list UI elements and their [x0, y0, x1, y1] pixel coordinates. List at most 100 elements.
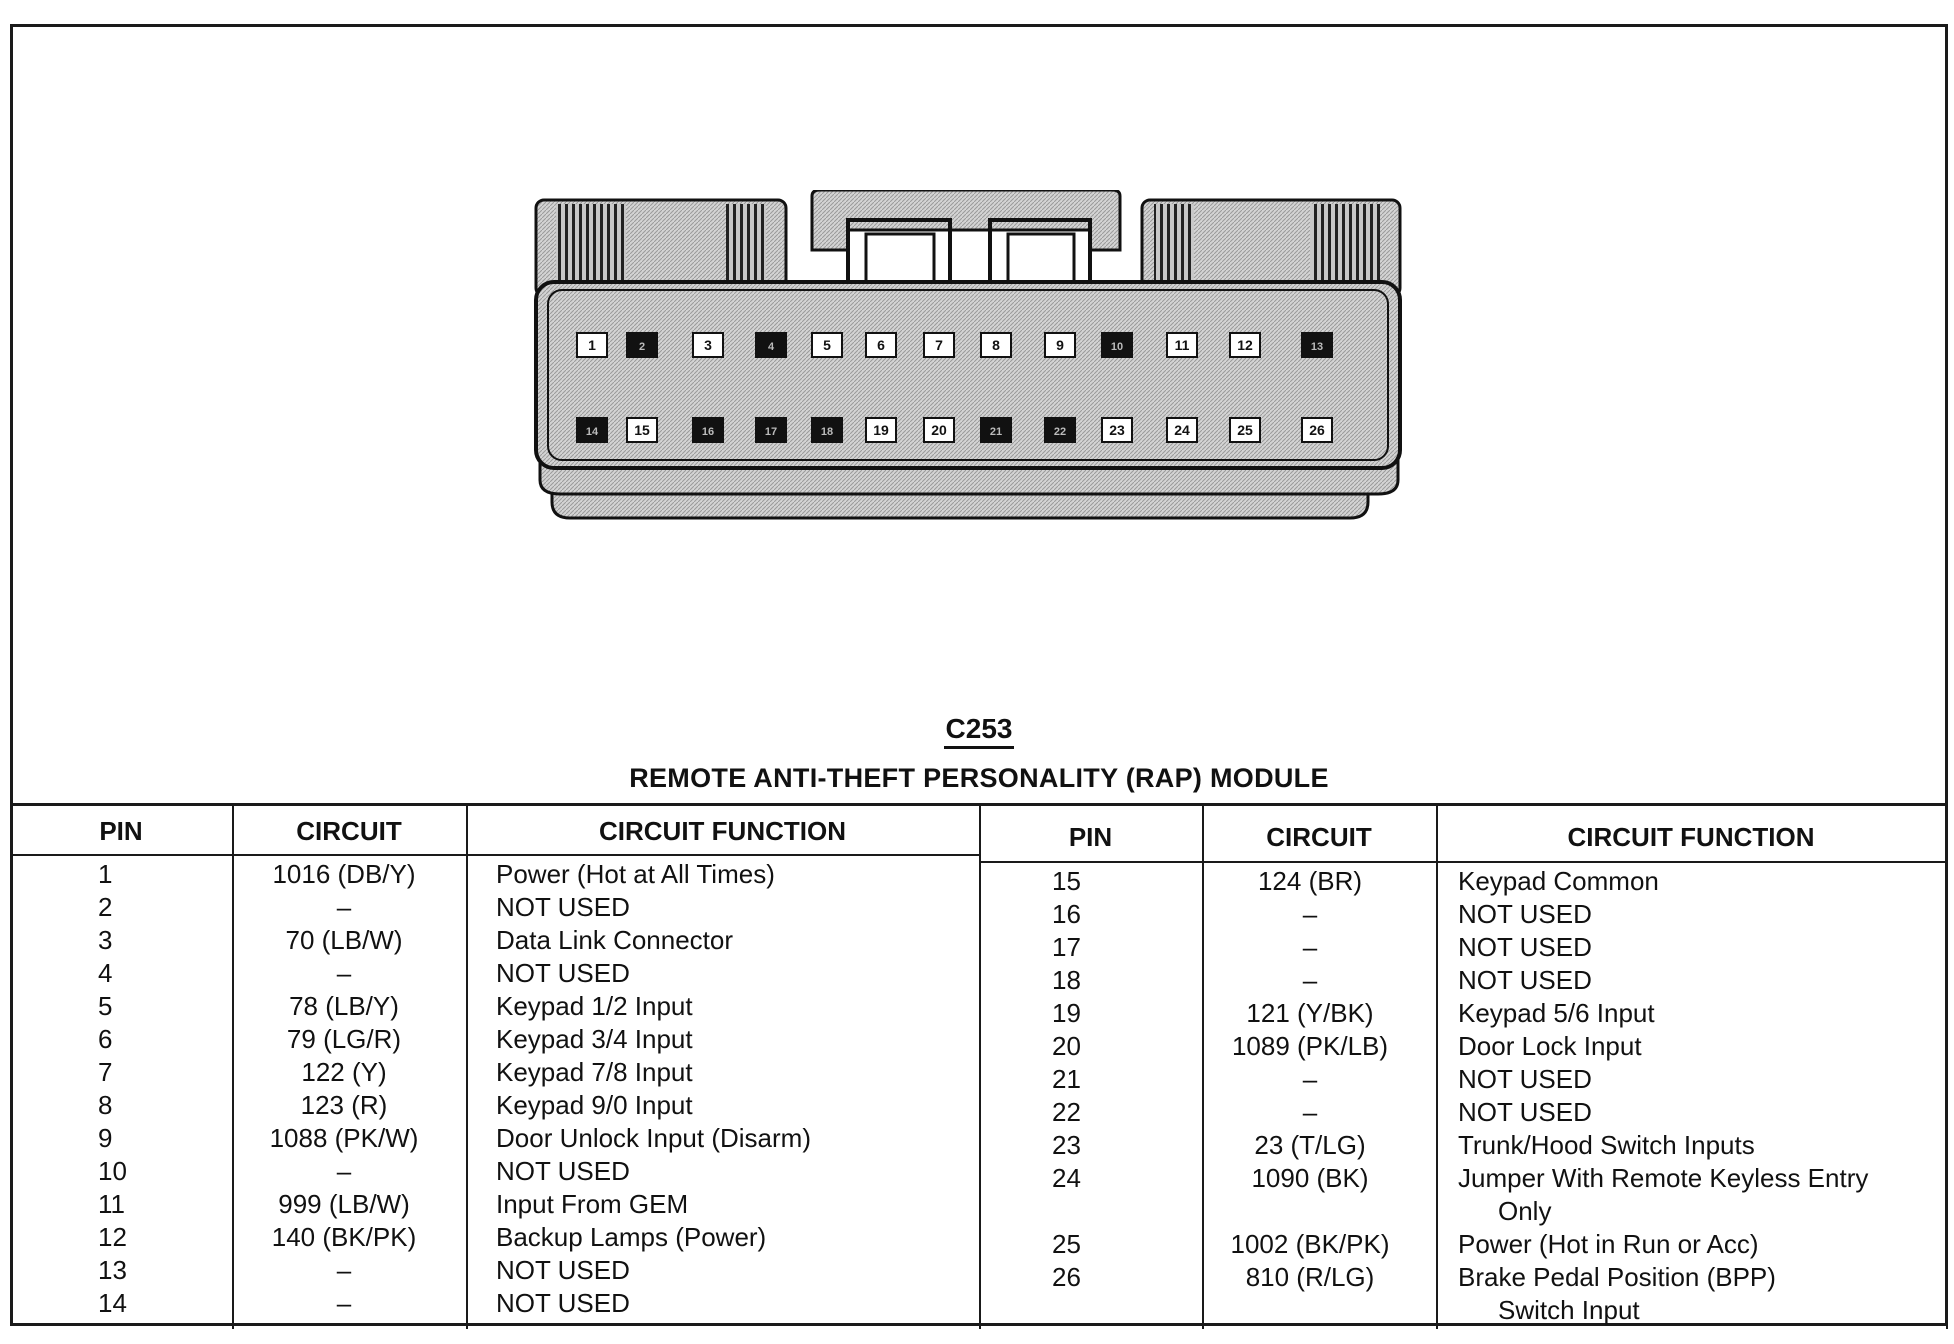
pin-cavity	[692, 332, 724, 358]
pin-cavity	[1166, 417, 1198, 443]
pin-cavity	[755, 417, 787, 443]
pin-cavity	[811, 417, 843, 443]
pin-number-cell: 7	[98, 1057, 113, 1087]
pin-cavity	[1101, 417, 1133, 443]
pin-cavity	[576, 332, 608, 358]
function-cell: NOT USED	[1458, 1097, 1592, 1127]
pin-number-cell: 8	[98, 1090, 113, 1120]
pin-cavity	[865, 332, 897, 358]
function-cell: Power (Hot in Run or Acc)	[1458, 1229, 1759, 1259]
pin-number: 20	[931, 422, 947, 438]
col-divider	[232, 806, 234, 1329]
pin-number: 21	[990, 426, 1002, 438]
pin-number: 17	[765, 426, 777, 438]
function-cell-continued: Switch Input	[1498, 1295, 1640, 1325]
pin-number-cell: 5	[98, 991, 113, 1021]
circuit-cell: –	[336, 1156, 352, 1186]
circuit-cell: –	[1302, 965, 1318, 995]
pin-number-cell: 23	[1052, 1130, 1081, 1160]
function-cell: Door Unlock Input (Disarm)	[496, 1123, 811, 1153]
pin-number: 26	[1309, 422, 1325, 438]
pin-number-cell: 10	[98, 1156, 127, 1186]
pin-number: 11	[1175, 337, 1190, 353]
col-divider	[1202, 806, 1204, 1329]
pin-cavity	[1301, 417, 1333, 443]
pin-number: 19	[873, 422, 889, 438]
header-pin-left: PIN	[99, 816, 143, 846]
circuit-cell: 78 (LB/Y)	[289, 991, 399, 1021]
pin-number: 14	[586, 426, 599, 438]
pin-number: 18	[821, 426, 833, 438]
pin-cavity	[980, 417, 1012, 443]
col-divider	[1946, 806, 1948, 1329]
circuit-cell: 1088 (PK/W)	[269, 1123, 419, 1153]
pin-cavity	[1166, 332, 1198, 358]
col-divider	[1436, 806, 1438, 1329]
function-cell: NOT USED	[1458, 899, 1592, 929]
pin-number: 16	[702, 426, 714, 438]
header-circuit-right: CIRCUIT	[1266, 822, 1372, 852]
function-cell: NOT USED	[496, 958, 630, 988]
circuit-cell: –	[336, 1255, 352, 1285]
pin-number-cell: 17	[1052, 932, 1081, 962]
function-cell: Keypad 3/4 Input	[496, 1024, 693, 1054]
pin-number-cell: 22	[1052, 1097, 1081, 1127]
pin-number-cell: 6	[98, 1024, 113, 1054]
pin-number: 23	[1109, 422, 1125, 438]
pin-cavity	[865, 417, 897, 443]
pin-number: 2	[639, 341, 645, 353]
pin-number-cell: 15	[1052, 866, 1081, 896]
pin-number: 8	[992, 337, 1000, 353]
function-cell: Backup Lamps (Power)	[496, 1222, 767, 1252]
circuit-cell: 121 (Y/BK)	[1246, 998, 1374, 1028]
function-cell: Trunk/Hood Switch Inputs	[1458, 1130, 1755, 1160]
pin-number-cell: 24	[1052, 1163, 1081, 1193]
header-pin-right: PIN	[1068, 822, 1113, 852]
function-cell: Input From GEM	[496, 1189, 689, 1219]
circuit-cell: –	[1302, 1097, 1318, 1127]
circuit-cell: 70 (LB/W)	[285, 925, 403, 955]
pin-cavity	[626, 417, 658, 443]
module-name: REMOTE ANTI-THEFT PERSONALITY (RAP) MODU…	[629, 763, 1329, 793]
circuit-cell: –	[1302, 1064, 1318, 1094]
pin-cavity	[692, 417, 724, 443]
function-cell: Keypad 9/0 Input	[496, 1090, 693, 1120]
center-key	[810, 190, 1122, 252]
circuit-cell: –	[336, 1288, 352, 1318]
col-divider	[979, 806, 981, 1329]
pin-number-cell: 1	[98, 859, 113, 889]
pin-cavity	[1044, 417, 1076, 443]
circuit-cell: 122 (Y)	[301, 1057, 387, 1087]
circuit-cell: 23 (T/LG)	[1254, 1130, 1366, 1160]
circuit-cell: 999 (LB/W)	[278, 1189, 410, 1219]
pin-number-cell: 2	[98, 892, 113, 922]
pin-cavity	[923, 332, 955, 358]
pin-number: 10	[1111, 341, 1123, 353]
function-cell-continued: Only	[1498, 1196, 1552, 1226]
circuit-cell: 79 (LG/R)	[286, 1024, 402, 1054]
function-cell: Keypad 5/6 Input	[1458, 998, 1655, 1028]
pin-number-cell: 19	[1052, 998, 1081, 1028]
pin-number: 24	[1174, 422, 1190, 438]
pin-number-cell: 9	[98, 1123, 113, 1153]
pin-number-cell: 4	[98, 958, 113, 988]
pin-cavity	[923, 417, 955, 443]
pin-cavity	[576, 417, 608, 443]
pin-number: 22	[1054, 426, 1066, 438]
function-cell: Keypad 1/2 Input	[496, 991, 693, 1021]
pin-cavity	[626, 332, 658, 358]
connector-id: C253	[943, 712, 1015, 749]
pin-number-cell: 26	[1052, 1262, 1081, 1292]
function-cell: NOT USED	[1458, 932, 1592, 962]
circuit-cell: –	[336, 958, 352, 988]
function-cell: NOT USED	[1458, 965, 1592, 995]
pin-cavity	[980, 332, 1012, 358]
function-cell: NOT USED	[496, 1288, 630, 1318]
pin-number: 25	[1237, 422, 1253, 438]
header-circuit-left: CIRCUIT	[296, 816, 402, 846]
circuit-cell: 124 (BR)	[1257, 866, 1363, 896]
pin-cavity	[1229, 417, 1261, 443]
pin-number-cell: 18	[1052, 965, 1081, 995]
title-block: C253 REMOTE ANTI-THEFT PERSONALITY (RAP)…	[10, 712, 1948, 794]
